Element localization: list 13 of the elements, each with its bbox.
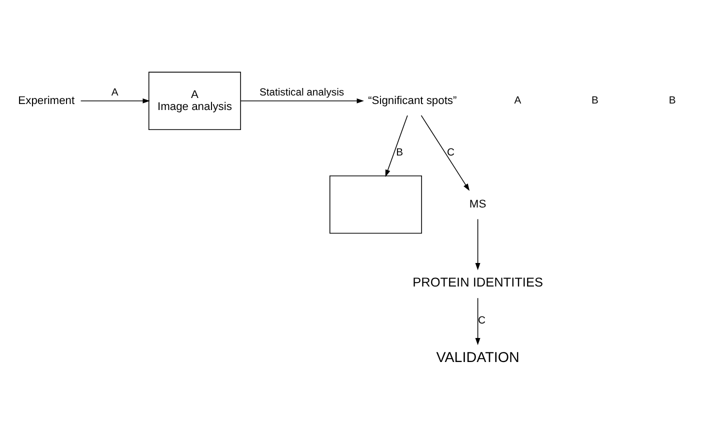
label: B [592, 96, 598, 107]
label: A [514, 96, 522, 107]
edge-label: C [446, 147, 454, 158]
node-text: Experiment [18, 94, 75, 107]
edge-label: A [111, 88, 118, 99]
label: B [668, 96, 676, 107]
node-text: PROTEIN IDENTITIES [412, 274, 543, 290]
node-text: “Significant spots” [368, 94, 457, 107]
edge-label: B [396, 147, 404, 158]
node-text: VALIDATION [436, 350, 520, 366]
node-text: MS [469, 198, 486, 211]
edge-label: C [478, 316, 486, 327]
edge-label: Statistical analysis [259, 88, 344, 99]
